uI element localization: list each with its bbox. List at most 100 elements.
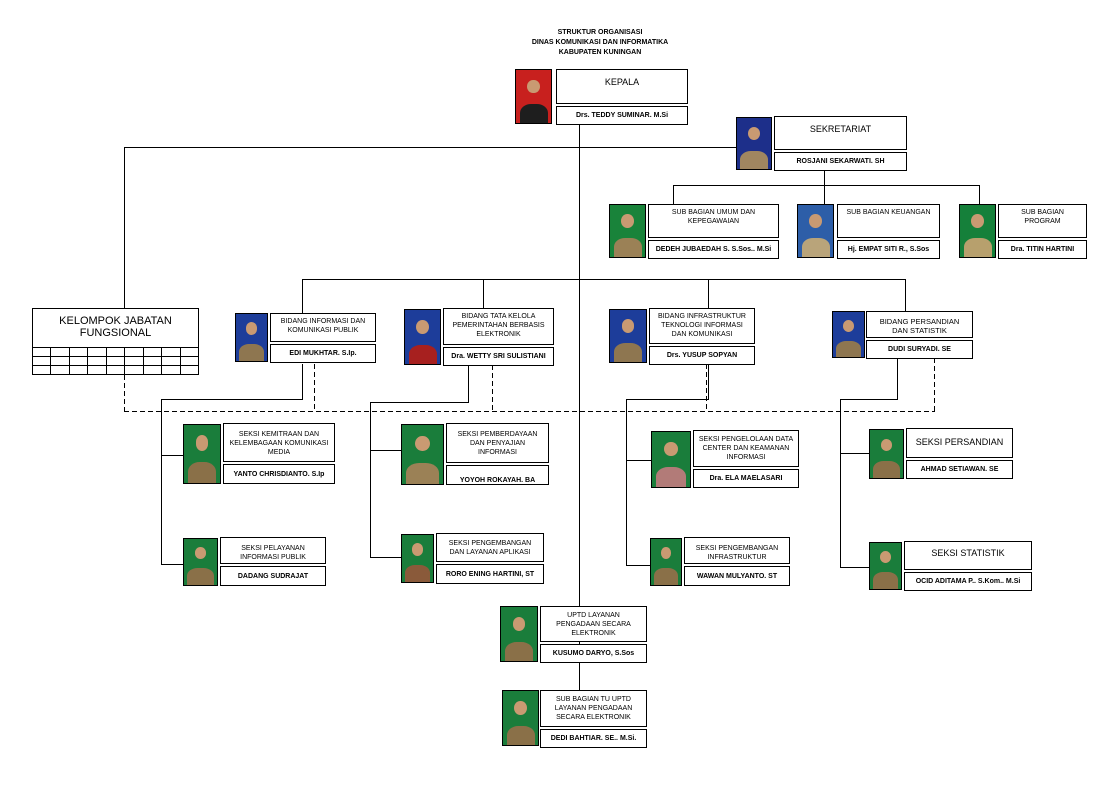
portrait-body	[406, 462, 439, 484]
position-bidang-persandian: BIDANG PERSANDIAN DAN STATISTIK	[866, 311, 973, 338]
name-seksi-persandian: AHMAD SETIAWAN. SE	[906, 460, 1013, 479]
photo-seksi-pengembangan-aplikasi	[401, 534, 434, 583]
portrait-head	[527, 79, 540, 94]
name-subbag-keuangan: Hj. EMPAT SITI R., S.Sos	[837, 240, 940, 259]
name-uptd: KUSUMO DARYO, S.Sos	[540, 644, 647, 663]
position-seksi-statistik: SEKSI STATISTIK	[904, 541, 1032, 570]
photo-bidang-ikp	[235, 313, 268, 362]
position-subbag-umum: SUB BAGIAN UMUM DAN KEPEGAWAIAN	[648, 204, 779, 238]
position-seksi-pengembangan-aplikasi: SEKSI PENGEMBANGAN DAN LAYANAN APLIKASI	[436, 533, 544, 562]
position-uptd: UPTD LAYANAN PENGADAAN SECARA ELEKTRONIK	[540, 606, 647, 642]
position-subbag-keuangan: SUB BAGIAN KEUANGAN	[837, 204, 940, 238]
photo-seksi-kemitraan	[183, 424, 221, 484]
portrait-head	[245, 322, 258, 335]
position-bidang-iti: BIDANG INFRASTRUKTUR TEKNOLOGI INFORMASI…	[649, 308, 755, 344]
position-seksi-pelayanan: SEKSI PELAYANAN INFORMASI PUBLIK	[220, 537, 326, 564]
portrait-body	[873, 460, 900, 478]
portrait-body	[504, 641, 534, 661]
name-subbag-umum: DEDEH JUBAEDAH S. S.Sos.. M.Si	[648, 240, 779, 259]
name-sekretariat: ROSJANI SEKARWATI. SH	[774, 152, 907, 171]
photo-seksi-persandian	[869, 429, 904, 479]
portrait-head	[747, 127, 761, 141]
portrait-head	[415, 435, 430, 451]
photo-seksi-data-center	[651, 431, 691, 488]
photo-seksi-pemberdayaan	[401, 424, 444, 485]
photo-bidang-tkpbe	[404, 309, 441, 365]
name-seksi-pengembangan-aplikasi: RORO ENING HARTINI, ST	[436, 564, 544, 584]
portrait-head	[880, 438, 893, 452]
photo-subbag-umum	[609, 204, 646, 258]
name-bidang-tkpbe: Dra. WETTY SRI SULISTIANI	[443, 347, 554, 366]
portrait-head	[416, 319, 429, 334]
portrait-body	[613, 238, 642, 257]
portrait-body	[836, 340, 861, 357]
portrait-body	[740, 150, 768, 169]
position-subbag-program: SUB BAGIAN PROGRAM	[998, 204, 1087, 238]
title-line-2: DINAS KOMUNIKASI DAN INFORMATIKA	[531, 39, 669, 46]
portrait-body	[963, 238, 992, 257]
photo-seksi-infrastruktur	[650, 538, 682, 586]
portrait-head	[195, 435, 209, 451]
name-kepala: Drs. TEDDY SUMINAR. M.Si	[556, 106, 688, 125]
portrait-body	[405, 565, 430, 582]
title-line-1: STRUKTUR ORGANISASI	[557, 29, 643, 36]
kelompok-grid	[31, 347, 199, 375]
position-subbag-tu-uptd: SUB BAGIAN TU UPTD LAYANAN PENGADAAN SEC…	[540, 690, 647, 727]
photo-kepala	[515, 69, 552, 124]
photo-subbag-program	[959, 204, 996, 258]
position-seksi-persandian: SEKSI PERSANDIAN	[906, 428, 1013, 458]
photo-subbag-keuangan	[797, 204, 834, 258]
position-seksi-kemitraan: SEKSI KEMITRAAN DAN KELEMBAGAAN KOMUNIKA…	[223, 423, 335, 462]
photo-seksi-pelayanan	[183, 538, 218, 586]
photo-sekretariat	[736, 117, 772, 170]
portrait-body	[506, 725, 535, 745]
position-seksi-pemberdayaan: SEKSI PEMBERDAYAAN DAN PENYAJIAN INFORMA…	[446, 423, 549, 463]
chart-title: STRUKTUR ORGANISASI DINAS KOMUNIKASI DAN…	[480, 28, 720, 58]
position-bidang-tkpbe: BIDANG TATA KELOLA PEMERINTAHAN BERBASIS…	[443, 308, 554, 345]
photo-bidang-persandian	[832, 311, 865, 358]
photo-seksi-statistik	[869, 542, 902, 590]
portrait-body	[187, 462, 217, 483]
portrait-body	[239, 344, 264, 361]
portrait-head	[512, 616, 526, 631]
position-seksi-data-center: SEKSI PENGELOLAAN DATA CENTER DAN KEAMAN…	[693, 430, 799, 467]
name-seksi-statistik: OCID ADITAMA P.. S.Kom.. M.Si	[904, 572, 1032, 591]
portrait-head	[664, 441, 678, 457]
photo-subbag-tu-uptd	[502, 690, 539, 746]
portrait-head	[879, 551, 892, 564]
portrait-body	[873, 572, 898, 589]
portrait-head	[621, 214, 634, 228]
portrait-body	[408, 344, 437, 364]
name-seksi-kemitraan: YANTO CHRISDIANTO. S.Ip	[223, 464, 335, 484]
name-seksi-pemberdayaan: YOYOH ROKAYAH. BA	[446, 465, 549, 485]
name-bidang-persandian: DUDI SURYADI. SE	[866, 340, 973, 359]
portrait-head	[660, 547, 672, 560]
portrait-body	[801, 238, 830, 257]
name-subbag-tu-uptd: DEDI BAHTIAR. SE.. M.Si.	[540, 729, 647, 748]
portrait-body	[187, 568, 214, 585]
name-subbag-program: Dra. TITIN HARTINI	[998, 240, 1087, 259]
photo-bidang-iti	[609, 309, 647, 363]
portrait-body	[654, 568, 678, 585]
photo-uptd	[500, 606, 538, 662]
portrait-head	[842, 320, 855, 332]
name-bidang-ikp: EDI MUKHTAR. S.Ip.	[270, 344, 376, 363]
position-sekretariat: SEKRETARIAT	[774, 116, 907, 150]
position-seksi-infrastruktur: SEKSI PENGEMBANGAN INFRASTRUKTUR	[684, 537, 790, 564]
portrait-head	[411, 543, 424, 556]
name-seksi-infrastruktur: WAWAN MULYANTO. ST	[684, 566, 790, 586]
portrait-body	[655, 467, 687, 487]
portrait-body	[519, 103, 548, 123]
name-seksi-data-center: Dra. ELA MAELASARI	[693, 469, 799, 488]
position-kepala: KEPALA	[556, 69, 688, 104]
name-bidang-iti: Drs. YUSUP SOPYAN	[649, 346, 755, 365]
position-bidang-ikp: BIDANG INFORMASI DAN KOMUNIKASI PUBLIK	[270, 313, 376, 342]
portrait-head	[514, 700, 527, 715]
portrait-head	[621, 319, 635, 333]
name-seksi-pelayanan: DADANG SUDRAJAT	[220, 566, 326, 586]
portrait-head	[809, 214, 822, 228]
title-line-3: KABUPATEN KUNINGAN	[558, 49, 642, 56]
kelompok-jabatan-fungsional: KELOMPOK JABATAN FUNGSIONAL	[31, 308, 199, 375]
portrait-head	[971, 214, 984, 228]
